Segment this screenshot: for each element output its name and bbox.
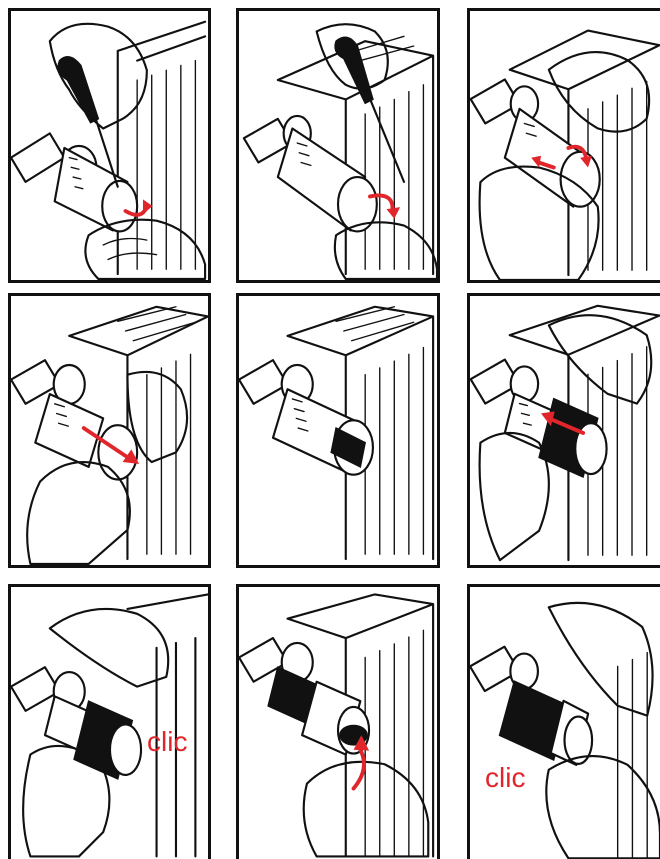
thermostat-head-icon [278, 129, 377, 232]
valve-icon [471, 360, 538, 404]
panel-step-9: clic [467, 584, 660, 859]
panel-5-illustration [239, 296, 437, 565]
panel-1-illustration [11, 11, 208, 280]
panel-step-6 [467, 293, 660, 568]
clic-label: clic [147, 728, 187, 756]
thermostat-head-icon [505, 394, 607, 477]
panel-9-illustration [470, 587, 660, 859]
panel-2-illustration [239, 11, 437, 280]
thermostat-head-icon [45, 696, 141, 778]
thermostat-head-icon [273, 389, 373, 474]
valve-icon [470, 647, 538, 691]
panel-step-5 [236, 293, 440, 568]
panel-7-illustration [11, 587, 208, 859]
hand-icon [304, 762, 429, 857]
panel-4-illustration [11, 296, 208, 565]
panel-step-8 [236, 584, 440, 859]
radiator-icon [118, 22, 205, 274]
panel-step-1 [8, 8, 211, 283]
panel-step-2 [236, 8, 440, 283]
panel-step-4 [8, 293, 211, 568]
panel-step-3 [467, 8, 660, 283]
panel-6-illustration [470, 296, 660, 565]
thermostat-head-icon [35, 394, 137, 479]
thermostat-head-icon [268, 667, 369, 754]
thermostat-head-icon [500, 681, 593, 765]
panel-step-7: clic [8, 584, 211, 859]
panel-8-illustration [239, 587, 437, 859]
radiator-icon [618, 653, 648, 859]
clic-label: clic [485, 764, 525, 792]
panel-3-illustration [470, 11, 660, 280]
